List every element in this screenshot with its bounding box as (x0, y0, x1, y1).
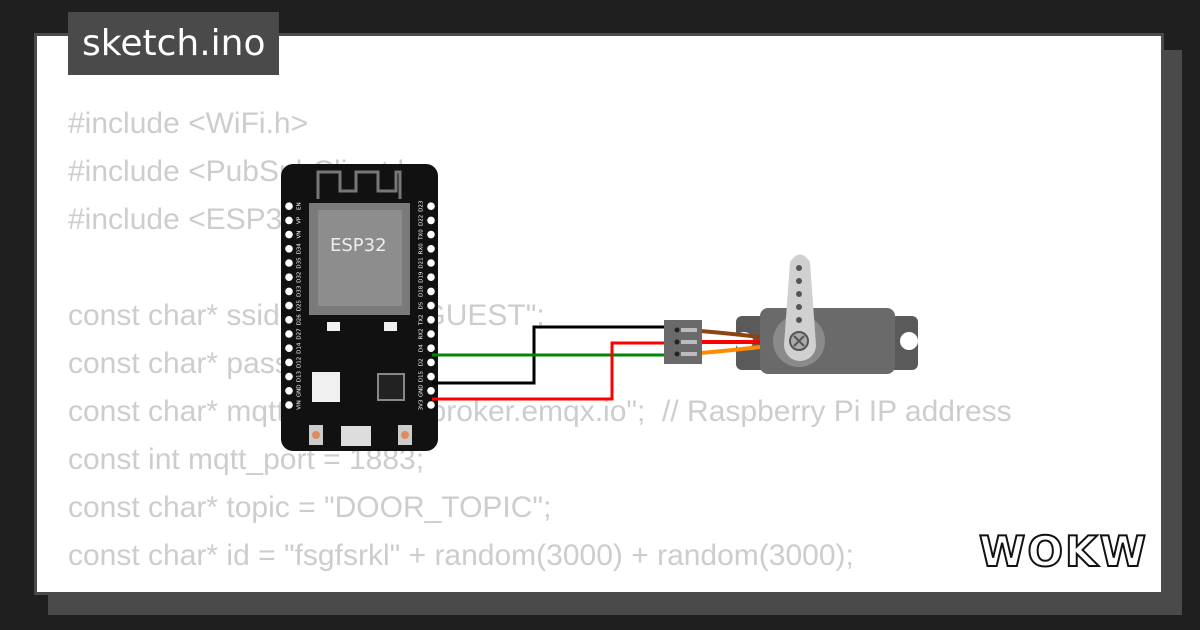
left-pin-header: VIN GND D13 D12 D14 D27 D26 D25 D33 D32 D35 D34 VN VP… (285, 202, 303, 410)
left-pin-vp[interactable] (285, 216, 293, 225)
pin-label: D27 (297, 328, 303, 340)
pin-label: D5 (419, 301, 425, 309)
right-pin-d15[interactable] (427, 372, 435, 381)
code-line: #include <WiFi.h> (68, 107, 309, 140)
pin-label: TX2 (419, 314, 425, 326)
servo-cable-brown (699, 329, 761, 339)
left-pin-d32[interactable] (285, 273, 293, 282)
right-pin-d19[interactable] (427, 273, 435, 282)
pin-label: VN (297, 231, 303, 239)
pin-label: D19 (419, 271, 425, 283)
voltage-regulator (312, 372, 340, 402)
pin-label: D22 (419, 215, 425, 226)
right-pin-d18[interactable] (427, 287, 435, 296)
pin-label: VIN (297, 400, 303, 410)
servo-motor[interactable] (664, 254, 918, 375)
pin-label: D12 (297, 357, 303, 368)
pin-label: D21 (419, 257, 425, 268)
pin-label: D26 (297, 314, 303, 326)
esp32-board[interactable]: ESP32 VINGNDD13D12D14D27D26D25D33D32D35D… (281, 164, 438, 451)
left-pin-vin[interactable] (285, 401, 293, 409)
chip-label: ESP32 (330, 235, 387, 256)
pin-label: D13 (297, 370, 303, 382)
right-pin-d21[interactable] (427, 259, 435, 267)
pin-label: D14 (297, 342, 303, 354)
right-pin-tx2[interactable] (427, 316, 435, 324)
pin-label: RX2 (419, 328, 425, 339)
preview-card (34, 33, 1164, 595)
mount-hole (900, 332, 918, 350)
pin-label: VP (297, 216, 303, 224)
right-pin-d5[interactable] (427, 301, 435, 310)
pin-label: D32 (297, 272, 303, 283)
left-pin-gnd[interactable] (285, 387, 293, 395)
right-pin-d4[interactable] (427, 344, 435, 353)
left-pin-en[interactable] (285, 202, 293, 210)
pin-label: D15 (419, 370, 425, 382)
right-pin-rx0[interactable] (427, 245, 435, 253)
pin-label: D35 (297, 257, 303, 269)
left-pin-d34[interactable] (285, 245, 293, 253)
left-pin-d26[interactable] (285, 316, 293, 324)
power-wire[interactable] (432, 341, 672, 401)
left-pin-d33[interactable] (285, 287, 293, 296)
right-pin-tx0[interactable] (427, 230, 435, 239)
right-pin-gnd[interactable] (427, 387, 435, 395)
code-line: const char* topic = "DOOR_TOPIC"; (68, 491, 552, 524)
right-pin-d22[interactable] (427, 216, 435, 225)
wokwi-logo: WOKWi (978, 526, 1150, 577)
left-pin-d35[interactable] (285, 259, 293, 267)
left-pin-d25[interactable] (285, 301, 293, 310)
logo-lettering: WOKWi (979, 527, 1150, 576)
pin-label: GND (419, 384, 425, 397)
servo-cable-orange (699, 345, 761, 355)
left-pin-d13[interactable] (285, 372, 293, 381)
file-tab[interactable]: sketch.ino (68, 12, 280, 75)
pin-label: D2 (419, 359, 425, 367)
left-pin-d14[interactable] (285, 344, 293, 353)
right-pin-d23[interactable] (427, 202, 435, 210)
pin-label: D23 (419, 200, 425, 212)
pin-label: D18 (419, 285, 425, 297)
pin-label: EN (297, 202, 303, 210)
left-pin-vn[interactable] (285, 230, 293, 239)
pin-label: D4 (419, 344, 425, 352)
pin-label: TX0 (419, 229, 425, 241)
right-pin-rx2[interactable] (427, 330, 435, 338)
left-pin-d27[interactable] (285, 330, 293, 338)
usb-port (341, 426, 371, 446)
pin-label: GND (297, 384, 303, 397)
right-pin-d2[interactable] (427, 358, 435, 367)
pin-label: D33 (297, 285, 303, 297)
pin-label: RX0 (419, 243, 425, 255)
antenna-trace (316, 170, 402, 199)
right-pin-3v3[interactable] (427, 401, 435, 409)
code-line: const char* id = "fsgfsrkl" + random(300… (68, 539, 854, 572)
usb-uart-chip (377, 373, 405, 401)
left-pin-d12[interactable] (285, 358, 293, 367)
right-pin-header: 3V3 GND D15 D2 D4 RX2 TX2 D5 D18 D19 D21 RX0 TX0 D22 D… (419, 200, 435, 410)
pin-label: 3V3 (419, 399, 425, 410)
pin-label: D34 (297, 243, 303, 255)
pin-label: D25 (297, 299, 303, 311)
